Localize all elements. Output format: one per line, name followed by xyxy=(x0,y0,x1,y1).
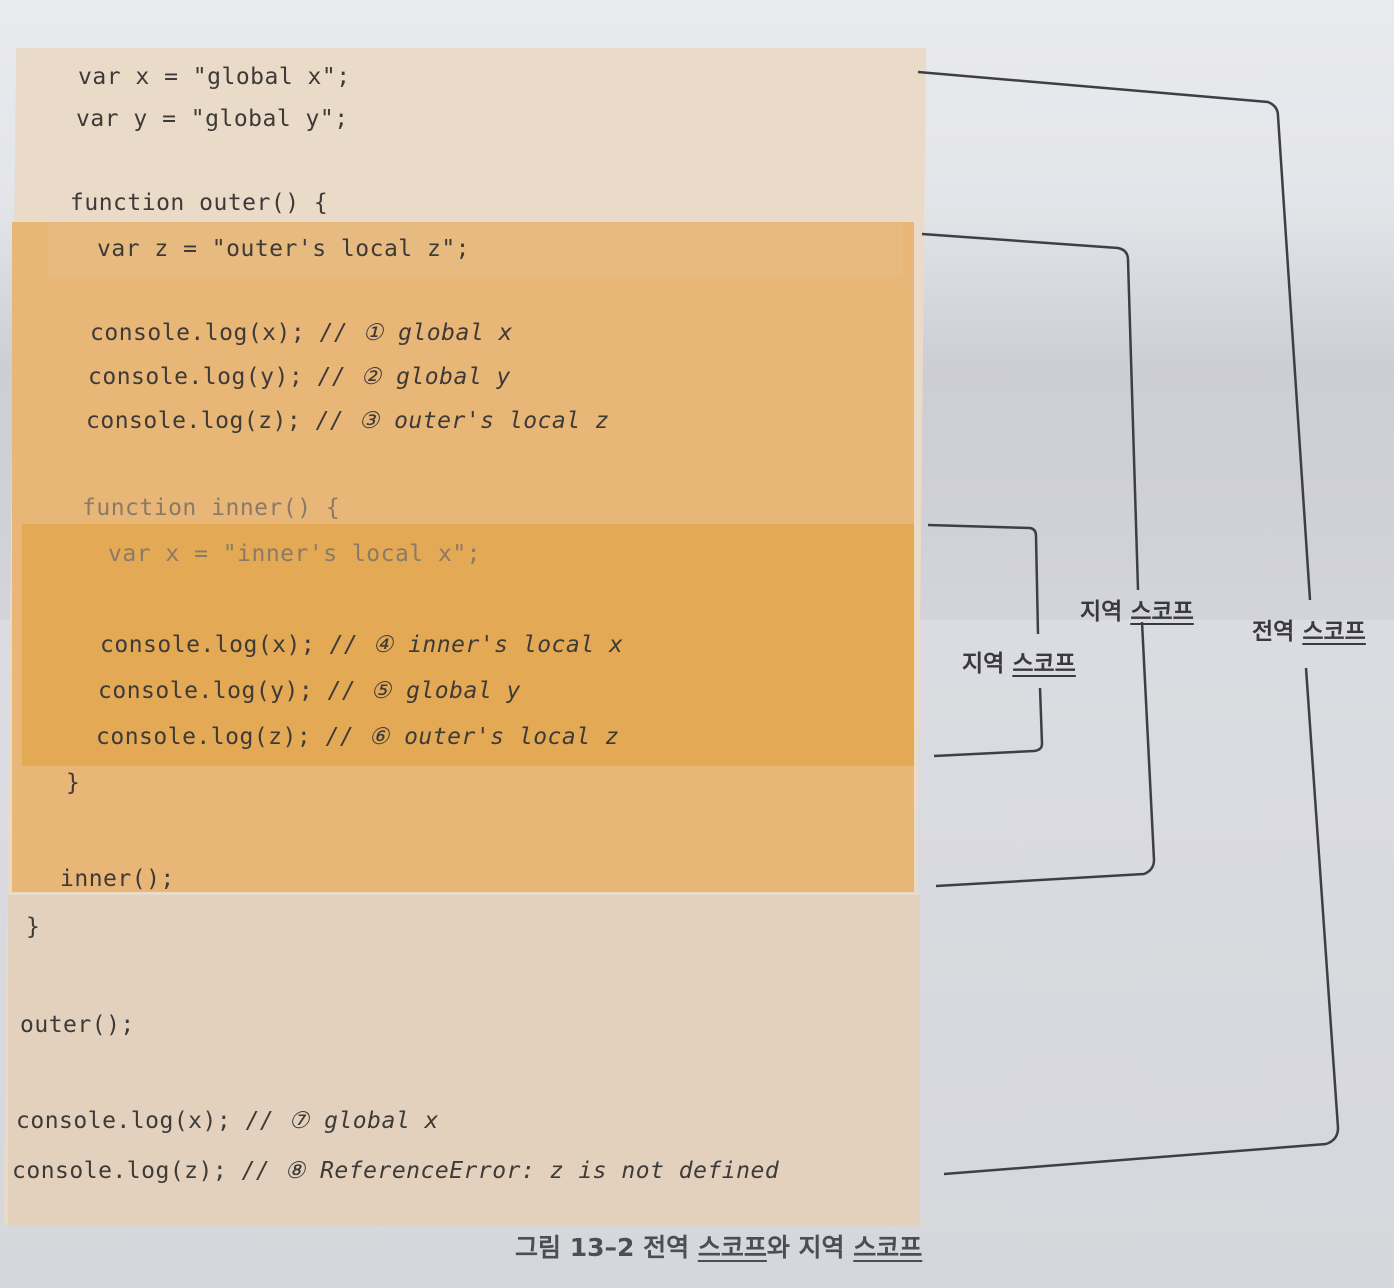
code-line-6: console.log(y); // ② global y xyxy=(88,364,511,390)
label-prefix: 지역 xyxy=(1080,599,1131,625)
code-statement: function inner() { xyxy=(82,495,341,521)
code-line-16: outer(); xyxy=(20,1012,135,1038)
label-underlined: 스코프 xyxy=(1012,651,1076,677)
code-line-8: function inner() { xyxy=(82,495,340,521)
code-line-9: var x = "inner's local x"; xyxy=(108,541,482,567)
code-line-7: console.log(z); // ③ outer's local z xyxy=(86,408,609,434)
code-comment-1: // ① global x xyxy=(319,320,513,346)
caption-text: 와 지역 xyxy=(766,1233,854,1262)
inner-scope-region xyxy=(22,524,914,766)
code-line-14: inner(); xyxy=(60,866,175,892)
outer-scope-bracket xyxy=(921,232,1156,888)
inner-scope-bracket xyxy=(927,523,1044,758)
code-comment-4: // ④ inner's local x xyxy=(329,632,624,658)
code-comment-3: // ③ outer's local z xyxy=(315,408,610,434)
outer-local-scope-label: 지역 스코프 xyxy=(1080,592,1194,626)
code-line-2: var y = "global y"; xyxy=(76,106,349,132)
global-scope-bracket xyxy=(917,70,1340,1176)
figure-caption: 그림 13–2 전역 스코프와 지역 스코프 xyxy=(515,1228,922,1264)
label-prefix: 지역 xyxy=(962,651,1013,677)
code-statement: console.log(y); xyxy=(88,364,304,390)
code-line-1: var x = "global x"; xyxy=(78,64,351,90)
code-line-4: var z = "outer's local z"; xyxy=(97,236,471,262)
code-statement: console.log(y); xyxy=(98,678,314,704)
code-line-13: } xyxy=(66,770,81,796)
caption-figure-number: 그림 13–2 xyxy=(515,1233,644,1262)
code-statement: console.log(x); xyxy=(16,1108,232,1134)
code-line-12: console.log(z); // ⑥ outer's local z xyxy=(96,724,619,750)
label-underlined: 스코프 xyxy=(1302,619,1366,645)
label-prefix: 전역 xyxy=(1252,619,1303,645)
code-comment-8: // ⑧ ReferenceError: z is not defined xyxy=(241,1158,780,1184)
code-comment-5: // ⑤ global y xyxy=(327,678,521,704)
caption-text: 전역 xyxy=(643,1233,698,1262)
code-line-18: console.log(z); // ⑧ ReferenceError: z i… xyxy=(12,1158,779,1184)
code-line-17: console.log(x); // ⑦ global x xyxy=(16,1108,439,1134)
code-statement: console.log(x); xyxy=(90,320,306,346)
code-line-15: } xyxy=(26,914,41,940)
caption-text: 스코프 xyxy=(853,1233,923,1262)
code-comment-2: // ② global y xyxy=(317,364,511,390)
code-line-11: console.log(y); // ⑤ global y xyxy=(98,678,521,704)
code-comment-7: // ⑦ global x xyxy=(245,1108,439,1134)
code-statement: console.log(z); xyxy=(86,408,302,434)
code-line-5: console.log(x); // ① global x xyxy=(90,320,513,346)
code-statement: console.log(z); xyxy=(96,724,312,750)
caption-text: 스코프 xyxy=(697,1233,767,1262)
outer-scope-region-top xyxy=(48,222,903,277)
inner-local-scope-label: 지역 스코프 xyxy=(962,644,1076,678)
code-line-10: console.log(x); // ④ inner's local x xyxy=(100,632,623,658)
code-statement: console.log(x); xyxy=(100,632,316,658)
global-scope-label: 전역 스코프 xyxy=(1252,612,1366,646)
code-statement: console.log(z); xyxy=(12,1158,228,1184)
code-line-3: function outer() { xyxy=(70,190,329,216)
code-comment-6: // ⑥ outer's local z xyxy=(325,724,620,750)
label-underlined: 스코프 xyxy=(1130,599,1194,625)
global-scope-region-lower xyxy=(8,895,920,1225)
